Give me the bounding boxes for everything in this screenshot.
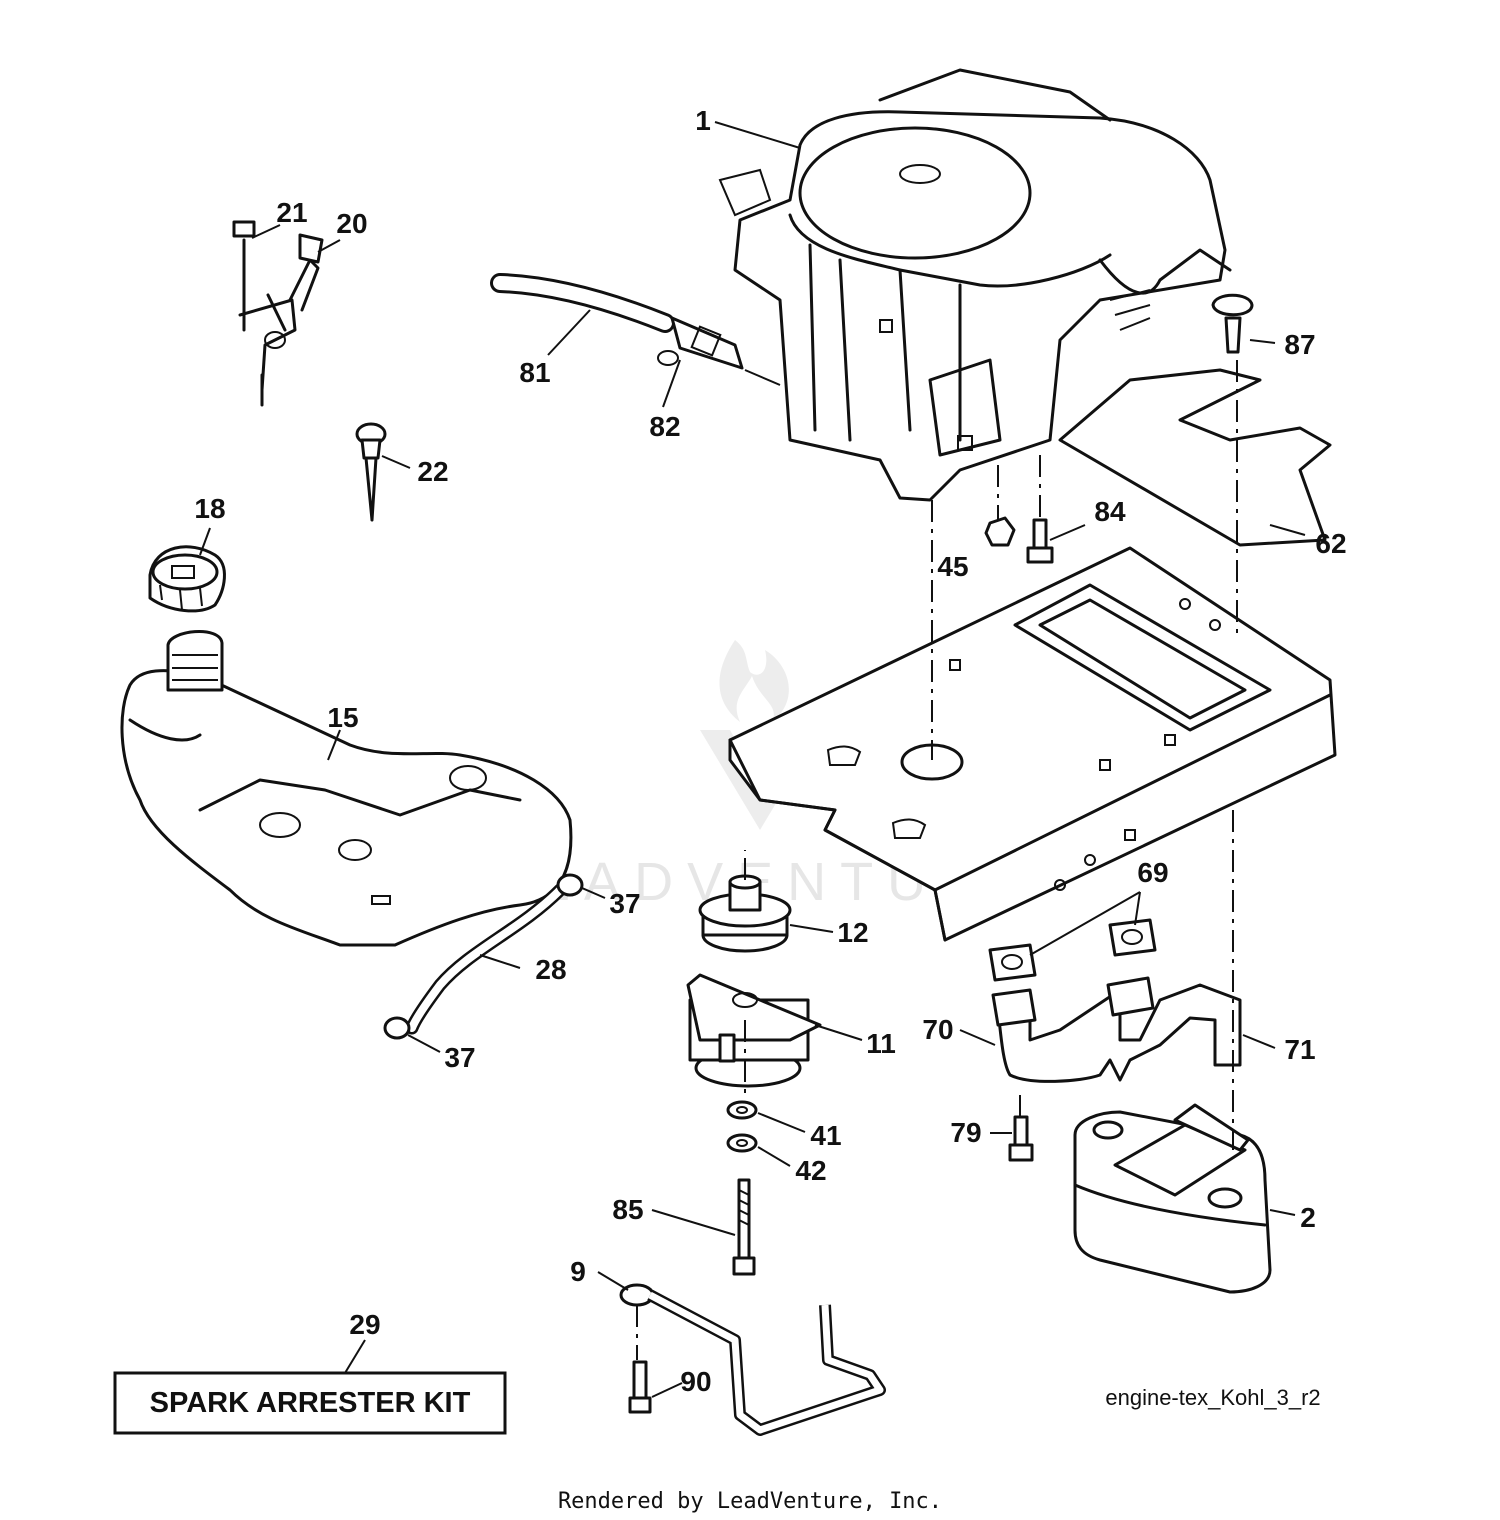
assembly-lines: [636, 360, 1238, 1360]
callout-85: 85: [612, 1194, 643, 1225]
callout-2: 2: [1300, 1202, 1316, 1233]
washers-and-bolt: [726, 1100, 758, 1276]
callout-41: 41: [810, 1120, 841, 1151]
callout-12: 12: [837, 917, 868, 948]
callout-22: 22: [417, 456, 448, 487]
callout-90: 90: [680, 1366, 711, 1397]
heat-shield-plate: [1058, 368, 1332, 547]
callout-87: 87: [1284, 329, 1315, 360]
callout-11: 11: [866, 1028, 896, 1059]
callout-42: 42: [795, 1155, 826, 1186]
choke-knob: [355, 422, 387, 522]
fuel-filter: [657, 316, 781, 386]
callout-69: 69: [1137, 857, 1168, 888]
callout-1: 1: [695, 105, 711, 136]
chassis-frame: [728, 546, 1337, 942]
drawing-code: engine-tex_Kohl_3_r2: [1105, 1385, 1320, 1410]
muffler: [1073, 1103, 1272, 1294]
fuel-cap: [148, 545, 226, 613]
callout-81: 81: [519, 357, 550, 388]
fuel-hose: [490, 273, 675, 333]
callout-18: 18: [194, 493, 225, 524]
callout-37-upper: 37: [609, 888, 640, 919]
callouts: 1 2 9 11 12 15 18 20 21 22 28 29 37 37 4…: [194, 105, 1346, 1397]
callout-84: 84: [1094, 496, 1126, 527]
callout-29: 29: [349, 1309, 380, 1340]
callout-62: 62: [1315, 528, 1346, 559]
leader-lines: [199, 121, 1306, 1398]
callout-9: 9: [570, 1256, 586, 1287]
engine: [718, 68, 1232, 502]
callout-37-lower: 37: [444, 1042, 475, 1073]
fuel-line: [383, 873, 584, 1040]
hardware-top: [984, 293, 1254, 564]
callout-70: 70: [922, 1014, 953, 1045]
rod-and-bolt: [619, 1283, 886, 1436]
fuel-tank: [120, 630, 573, 947]
throttle-control-bracket: [232, 220, 324, 407]
pulley-and-clutch: [686, 874, 822, 1088]
callout-45: 45: [937, 551, 968, 582]
footer-credit: Rendered by LeadVenture, Inc.: [558, 1489, 942, 1514]
callout-21: 21: [276, 197, 307, 228]
exhaust-system: [988, 918, 1242, 1162]
spark-arrester-kit: SPARK ARRESTER KIT: [113, 1371, 507, 1435]
callout-20: 20: [336, 208, 367, 239]
callout-71: 71: [1284, 1034, 1315, 1065]
callout-79: 79: [950, 1117, 981, 1148]
spark-arrester-kit-label: SPARK ARRESTER KIT: [150, 1387, 471, 1419]
callout-28: 28: [535, 954, 566, 985]
callout-15: 15: [327, 702, 358, 733]
callout-82: 82: [649, 411, 680, 442]
